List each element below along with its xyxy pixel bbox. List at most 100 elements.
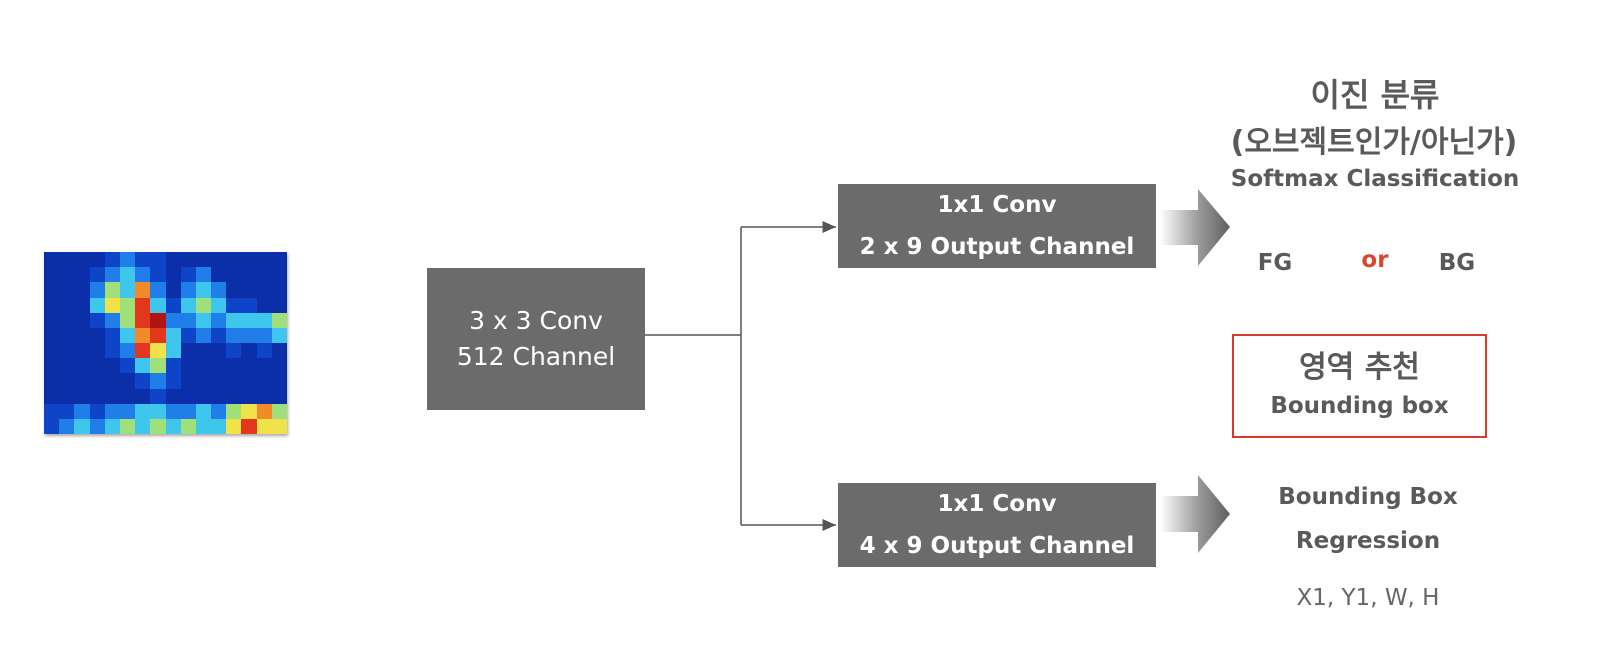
heatmap-cell — [104, 252, 120, 268]
conv1x1-cls-channels: 2 x 9 Output Channel — [859, 234, 1135, 260]
heatmap-cell — [165, 267, 181, 283]
bbox-regression-line2: Regression — [1295, 528, 1441, 554]
heatmap-cell — [150, 252, 166, 268]
heatmap-cell — [44, 373, 60, 389]
big-arrow-cls — [1160, 189, 1230, 266]
heatmap-cell — [119, 267, 136, 283]
heatmap-cell — [104, 373, 120, 389]
heatmap-cell — [89, 373, 105, 389]
heatmap-cell — [211, 343, 227, 359]
heatmap-cell — [44, 403, 60, 419]
heatmap-cell — [211, 282, 227, 298]
heatmap-cell — [59, 327, 75, 343]
heatmap-cell — [44, 327, 60, 343]
heatmap-cell — [135, 358, 151, 374]
heatmap-cell — [211, 267, 227, 283]
heatmap-cell — [241, 388, 257, 404]
heatmap-cell — [89, 267, 105, 283]
heatmap-cell — [241, 312, 257, 328]
heatmap-cell — [271, 343, 287, 359]
heatmap-cell — [104, 267, 120, 283]
heatmap-cell — [150, 327, 166, 343]
heatmap-cell — [211, 373, 227, 389]
big-arrow-reg — [1160, 475, 1230, 553]
heatmap-cell — [195, 418, 212, 434]
heatmap-cell — [150, 418, 166, 434]
heatmap-cell — [226, 403, 242, 419]
heatmap-cell — [104, 418, 120, 434]
heatmap-cell — [226, 267, 242, 283]
heatmap-cell — [256, 312, 272, 328]
conv1x1-cls-box: 1x1 Conv 2 x 9 Output Channel — [838, 184, 1156, 268]
heatmap-cell — [44, 312, 60, 328]
heatmap-cell — [226, 282, 242, 298]
heatmap-cell — [165, 297, 181, 313]
heatmap-cell — [119, 388, 136, 404]
heatmap-cell — [211, 252, 227, 268]
heatmap-cell — [89, 388, 105, 404]
heatmap-cell — [44, 388, 60, 404]
heatmap-cell — [165, 327, 181, 343]
heatmap-cell — [195, 282, 212, 298]
heatmap-cell — [180, 343, 196, 359]
region-proposal-box — [1232, 334, 1487, 438]
heatmap-cell — [74, 358, 90, 374]
heatmap-cell — [241, 373, 257, 389]
heatmap-cell — [119, 403, 136, 419]
conv3x3-channels: 512 Channel — [456, 342, 616, 371]
heatmap-cell — [165, 388, 181, 404]
heatmap-cell — [256, 388, 272, 404]
heatmap-cell — [44, 252, 60, 268]
heatmap-cell — [180, 267, 196, 283]
heatmap-cell — [89, 403, 105, 419]
heatmap-cell — [241, 297, 257, 313]
heatmap-cell — [119, 282, 136, 298]
heatmap-cell — [256, 327, 272, 343]
heatmap-cell — [241, 267, 257, 283]
heatmap-cell — [195, 312, 212, 328]
heatmap-cell — [119, 358, 136, 374]
heatmap-cell — [59, 282, 75, 298]
heatmap-cell — [135, 312, 151, 328]
heatmap-cell — [241, 343, 257, 359]
heatmap-cell — [165, 358, 181, 374]
heatmap-cell — [150, 373, 166, 389]
heatmap-cell — [271, 252, 287, 268]
heatmap-cell — [211, 418, 227, 434]
heatmap-cell — [241, 358, 257, 374]
heatmap-cell — [271, 373, 287, 389]
heatmap-cell — [180, 403, 196, 419]
bg-label: BG — [1438, 250, 1476, 276]
heatmap-cell — [180, 297, 196, 313]
heatmap-cell — [89, 297, 105, 313]
heatmap-cell — [211, 312, 227, 328]
heatmap-cell — [256, 267, 272, 283]
heatmap-cell — [59, 358, 75, 374]
heatmap-cell — [44, 297, 60, 313]
heatmap-cell — [180, 327, 196, 343]
heatmap-cell — [59, 418, 75, 434]
heatmap-cell — [165, 373, 181, 389]
heatmap-cell — [195, 373, 212, 389]
heatmap-cell — [195, 388, 212, 404]
heatmap-cell — [135, 403, 151, 419]
softmax-classification-label: Softmax Classification — [1230, 166, 1520, 192]
heatmap-cell — [226, 388, 242, 404]
heatmap-cell — [74, 388, 90, 404]
heatmap-cell — [150, 282, 166, 298]
heatmap-cell — [135, 252, 151, 268]
heatmap-cell — [59, 403, 75, 419]
conv3x3-box: 3 x 3 Conv 512 Channel — [427, 268, 645, 410]
heatmap-cell — [256, 418, 272, 434]
heatmap-cell — [74, 327, 90, 343]
heatmap-cell — [44, 282, 60, 298]
conv1x1-reg-box: 1x1 Conv 4 x 9 Output Channel — [838, 483, 1156, 567]
heatmap-cell — [59, 297, 75, 313]
heatmap-cell — [180, 358, 196, 374]
conv1x1-reg-label: 1x1 Conv — [937, 491, 1057, 517]
heatmap-cell — [74, 343, 90, 359]
heatmap-cell — [211, 403, 227, 419]
heatmap-cell — [104, 327, 120, 343]
heatmap-cell — [195, 327, 212, 343]
heatmap-cell — [74, 297, 90, 313]
